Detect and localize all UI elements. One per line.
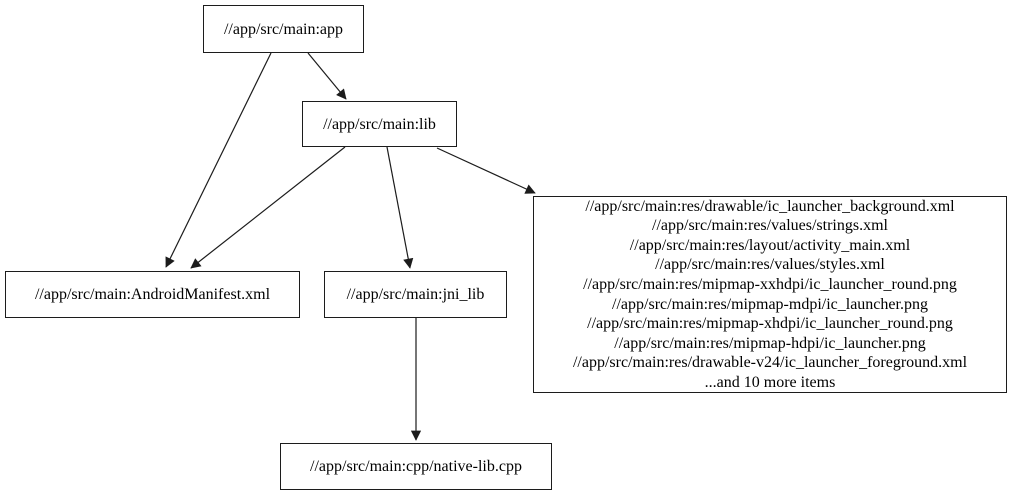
node-res-file-group: //app/src/main:res/drawable/ic_launcher_… — [533, 196, 1007, 393]
res-file-item: //app/src/main:res/mipmap-xxhdpi/ic_laun… — [583, 275, 957, 293]
res-file-item: //app/src/main:res/mipmap-hdpi/ic_launch… — [614, 334, 926, 352]
edge-lib-to-jni-lib — [386, 146, 414, 269]
res-more-items-note: ...and 10 more items — [704, 373, 836, 391]
node-lib-label: //app/src/main:lib — [323, 115, 436, 133]
node-app: //app/src/main:app — [203, 5, 364, 53]
res-file-item: //app/src/main:res/mipmap-mdpi/ic_launch… — [612, 295, 928, 313]
node-jni-lib: //app/src/main:jni_lib — [324, 271, 507, 318]
res-file-item: //app/src/main:res/values/styles.xml — [655, 256, 885, 274]
node-jni-lib-label: //app/src/main:jni_lib — [346, 286, 485, 303]
node-native-lib-cpp-label: //app/src/main:cpp/native-lib.cpp — [310, 458, 522, 475]
node-android-manifest-label: //app/src/main:AndroidManifest.xml — [34, 286, 271, 303]
node-lib: //app/src/main:lib — [302, 101, 457, 147]
edge-lib-to-res — [436, 147, 536, 194]
res-file-item: //app/src/main:res/mipmap-xhdpi/ic_launc… — [587, 315, 953, 333]
res-file-item: //app/src/main:res/layout/activity_main.… — [629, 236, 911, 254]
node-native-lib-cpp: //app/src/main:cpp/native-lib.cpp — [280, 443, 552, 490]
edge-lib-to-manifest — [190, 146, 346, 269]
res-file-item: //app/src/main:res/values/strings.xml — [652, 217, 888, 235]
edge-app-to-lib — [307, 52, 347, 100]
res-file-item: //app/src/main:res/drawable-v24/ic_launc… — [572, 354, 968, 372]
node-android-manifest: //app/src/main:AndroidManifest.xml — [5, 271, 300, 318]
node-app-label: //app/src/main:app — [223, 20, 344, 38]
edge-app-to-manifest — [165, 52, 272, 268]
res-file-item: //app/src/main:res/drawable/ic_launcher_… — [585, 197, 955, 215]
